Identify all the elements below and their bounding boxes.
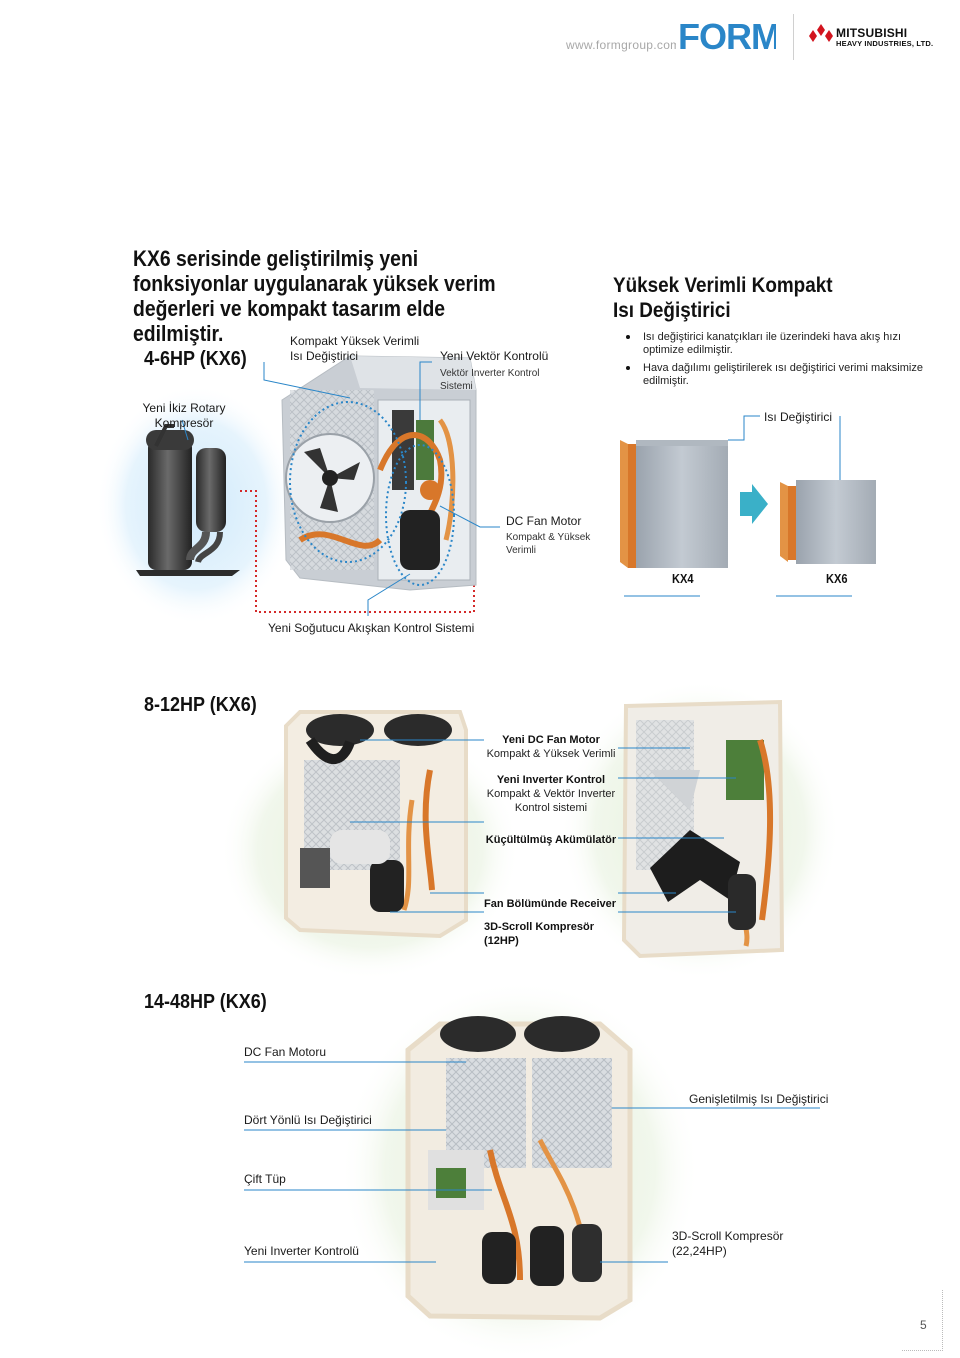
label-vector-sub: Vektör Inverter Kontrol Sistemi <box>440 368 540 392</box>
bullet-item: Hava dağılımı geliştirilerek ısı değişti… <box>626 362 926 388</box>
section-1448hp-title: 14-48HP (KX6) <box>144 991 267 1013</box>
label-dc-fan-motor: Yeni DC Fan Motor Kompakt & Yüksek Verim… <box>486 734 616 760</box>
label-new-inverter: Yeni Inverter Kontrolü <box>244 1244 359 1258</box>
label-four-way-hx: Dört Yönlü Isı Değiştirici <box>244 1113 372 1127</box>
website-url[interactable]: www.formgroup.com <box>566 38 681 52</box>
mitsubishi-diamonds-icon <box>809 24 833 42</box>
page-corner-frame <box>902 1290 943 1351</box>
right-panel-title: Yüksek Verimli Kompakt Isı Değiştirici <box>613 274 833 322</box>
hx-kx6 <box>780 480 876 564</box>
right-panel-bullets: Isı değiştirici kanatçıkları ile üzerind… <box>626 331 926 393</box>
accumulator-cylinder <box>196 448 226 532</box>
rotary-compressor-body <box>148 440 192 570</box>
section-46hp-title: 4-6HP (KX6) <box>144 348 247 370</box>
page-number: 5 <box>920 1318 927 1332</box>
label-accumulator: Küçültülmüş Akümülatör <box>485 834 617 846</box>
form-logo-text: FORM <box>678 18 776 54</box>
rotary-compressor-cap <box>146 430 194 450</box>
label-expanded-hx: Genişletilmiş Isı Değiştirici <box>689 1092 829 1106</box>
unit-46hp-fan <box>285 433 375 523</box>
unit-1448hp-frame <box>405 1021 633 1321</box>
mitsubishi-name: MITSUBISHI <box>836 26 908 40</box>
hx-kx4 <box>620 440 728 568</box>
label-kx6: KX6 <box>826 571 848 586</box>
section-812hp-title: 8-12HP (KX6) <box>144 694 257 716</box>
page-headline: KX6 serisinde geliştirilmiş yeni fonksiy… <box>133 246 496 346</box>
label-inverter-control: Yeni Inverter Kontrol Kompakt & Vektör I… <box>486 774 616 814</box>
form-logo: FORM <box>676 18 776 54</box>
label-kx4: KX4 <box>672 571 694 586</box>
label-3d-scroll-2224hp: 3D-Scroll Kompresör (22,24HP) <box>672 1229 784 1258</box>
label-vector-title: Yeni Vektör Kontrolü <box>440 349 549 363</box>
bullet-item: Isı değiştirici kanatçıkları ile üzerind… <box>626 331 926 357</box>
label-twin-tube: Çift Tüp <box>244 1172 286 1186</box>
unit-812hp-frame <box>284 710 468 939</box>
label-receiver: Fan Bölümünde Receiver <box>484 898 617 910</box>
label-refrigerant-control: Yeni Soğutucu Akışkan Kontrol Sistemi <box>268 621 475 635</box>
label-fan-sub: Kompakt & Yüksek Verimli <box>506 532 591 556</box>
unit-812hp-right <box>621 699 785 959</box>
label-dc-fan-motoru: DC Fan Motoru <box>244 1045 327 1059</box>
hx-arrow-icon <box>740 484 768 524</box>
label-fan-title: DC Fan Motor <box>506 514 582 528</box>
label-heat-exchanger: Isı Değiştirici <box>764 410 833 424</box>
label-rotary-compressor: Yeni İkiz Rotary Kompresör <box>142 401 226 430</box>
label-3d-scroll-12hp: 3D-Scroll Kompresör (12HP) <box>484 921 595 947</box>
mitsubishi-subtitle: HEAVY INDUSTRIES, LTD. <box>836 39 934 48</box>
header-divider <box>793 14 794 60</box>
label-compact-hx: Kompakt Yüksek Verimli Isı Değiştirici <box>290 334 420 363</box>
